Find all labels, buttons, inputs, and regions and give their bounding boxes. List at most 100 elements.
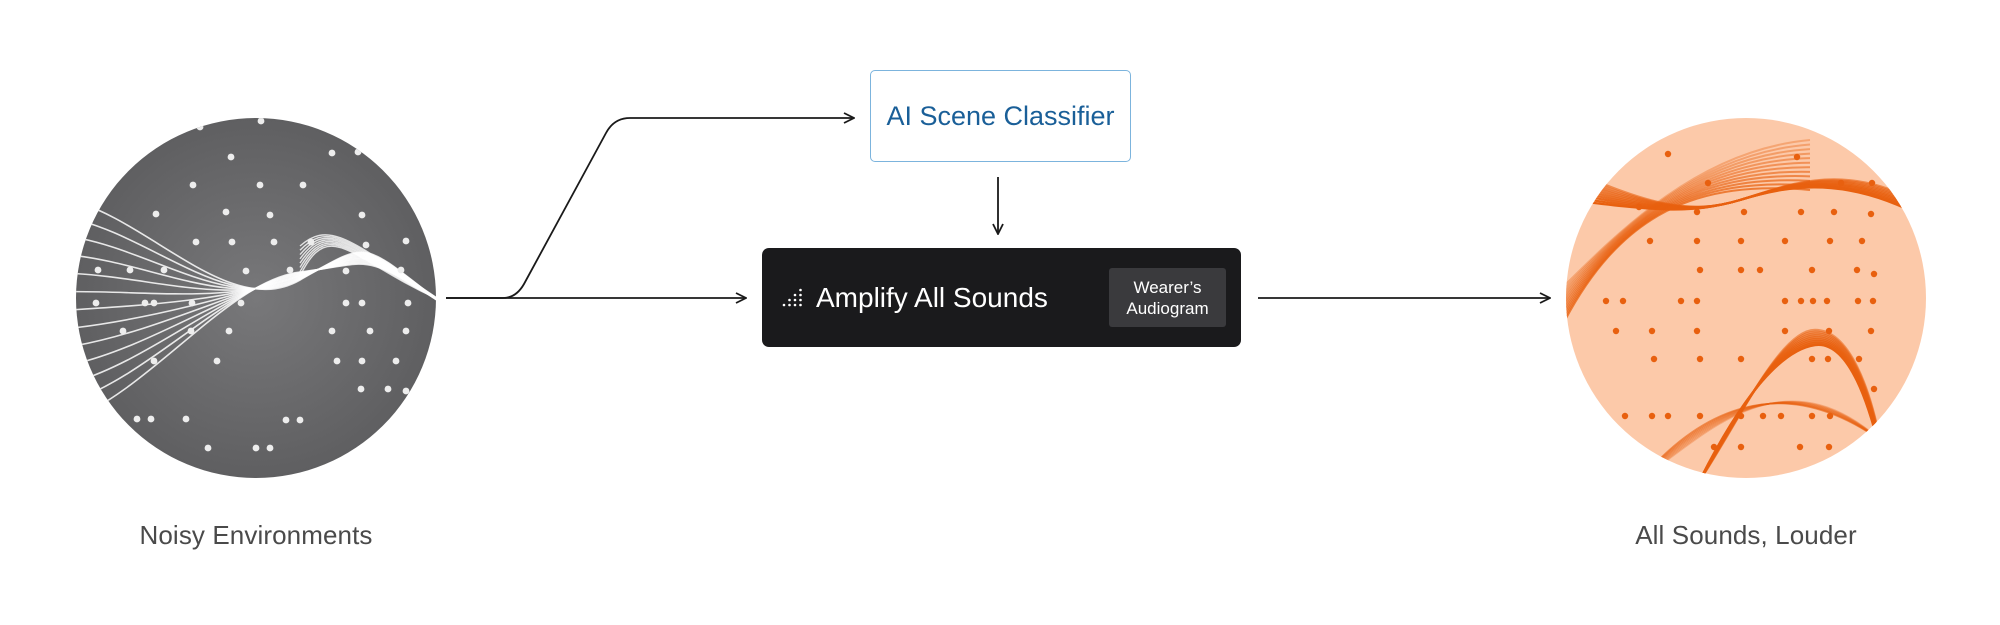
sound-dot: [1809, 297, 1817, 305]
noise-dot: [333, 357, 341, 365]
sound-dot: [1693, 237, 1701, 245]
sound-dot: [1737, 355, 1745, 363]
noise-dot: [286, 266, 294, 274]
sound-dot: [1602, 297, 1610, 305]
wave-line: [1566, 143, 1811, 295]
sound-dot: [1621, 412, 1629, 420]
sound-dot: [1737, 266, 1745, 274]
noise-dot: [402, 387, 410, 395]
noise-dot: [94, 266, 102, 274]
sound-dot: [1664, 150, 1672, 158]
wave-line: [1566, 187, 1811, 331]
wave-line: [1566, 175, 1811, 320]
noise-dot: [225, 327, 233, 335]
signal-dot: [799, 298, 802, 302]
sound-dot: [1664, 412, 1672, 420]
sound-dot: [1808, 266, 1816, 274]
noise-dot: [119, 327, 127, 335]
sound-dot: [1853, 266, 1861, 274]
signal-dot: [788, 298, 791, 302]
signal-dot: [799, 303, 802, 307]
noise-dot: [189, 181, 197, 189]
sound-dot: [1870, 270, 1878, 278]
sound-dot: [1737, 412, 1745, 420]
noise-dot: [296, 416, 304, 424]
wearers-audiogram-badge: Wearer’s Audiogram: [1109, 268, 1226, 327]
noise-dot: [266, 444, 274, 452]
noise-dot: [392, 357, 400, 365]
noise-dot: [228, 238, 236, 246]
sound-dot: [1646, 237, 1654, 245]
sound-dot: [1704, 179, 1712, 187]
wave-line: [1566, 157, 1811, 306]
input-noise-dots: [92, 118, 412, 452]
noise-dot: [196, 123, 204, 131]
sound-dot: [1797, 297, 1805, 305]
noise-dot: [126, 266, 134, 274]
ai-scene-classifier-node[interactable]: AI Scene Classifier: [870, 70, 1131, 162]
wave-line: [1698, 343, 1882, 478]
sound-dot: [1823, 297, 1831, 305]
noise-dot: [404, 299, 412, 307]
noise-dot: [182, 415, 190, 423]
sound-dot: [1756, 266, 1764, 274]
noise-dot: [328, 327, 336, 335]
sound-dot: [1837, 179, 1845, 187]
sound-dot: [1781, 327, 1789, 335]
sound-dot: [1870, 442, 1878, 450]
signal-dot: [793, 303, 797, 307]
wave-line: [1566, 166, 1811, 313]
noise-dot: [144, 443, 152, 451]
wave-line: [1566, 161, 1811, 309]
signal-dot: [793, 298, 797, 302]
signal-bars-icon: [782, 288, 802, 307]
wave-line: [1566, 152, 1811, 302]
sound-dot: [1855, 355, 1863, 363]
louder-sounds-illustration: [1566, 118, 1926, 478]
noise-dot: [266, 211, 274, 219]
output-waveform-lines: [1566, 139, 1926, 478]
output-label: All Sounds, Louder: [1635, 520, 1857, 550]
sound-dot: [1854, 297, 1862, 305]
sound-dot: [1677, 297, 1685, 305]
noise-dot: [307, 238, 315, 246]
sound-dot: [1867, 327, 1875, 335]
input-label: Noisy Environments: [139, 520, 373, 550]
wave-line: [1566, 179, 1811, 324]
sound-dot: [1867, 210, 1875, 218]
sound-dot: [1710, 443, 1718, 451]
sound-dot: [1858, 237, 1866, 245]
input-waveform-lines: [76, 199, 436, 421]
sound-dot: [1612, 327, 1620, 335]
wave-line: [1566, 139, 1811, 291]
output-sound-dots: [1602, 150, 1878, 451]
sound-dot: [1740, 208, 1748, 216]
wave-line: [299, 245, 436, 301]
noise-dot: [237, 299, 245, 307]
noise-dot: [147, 415, 155, 423]
signal-dot: [793, 293, 797, 297]
noise-dot: [187, 327, 195, 335]
noise-dot: [328, 149, 336, 157]
input-circle: [76, 118, 436, 478]
sound-dot: [1808, 355, 1816, 363]
badge-line-2: Audiogram: [1126, 298, 1209, 318]
noise-dot: [270, 238, 278, 246]
sound-dot: [1650, 355, 1658, 363]
noise-dot: [358, 211, 366, 219]
sound-dot: [1619, 297, 1627, 305]
classifier-label: AI Scene Classifier: [886, 100, 1115, 131]
noise-dot: [358, 357, 366, 365]
noise-dot: [213, 357, 221, 365]
noise-dot: [384, 385, 392, 393]
noise-dot: [141, 299, 149, 307]
amplify-all-sounds-node[interactable]: Amplify All Sounds Wearer’s Audiogram: [762, 248, 1241, 347]
sound-dot: [1808, 412, 1816, 420]
noise-dot: [402, 237, 410, 245]
sound-dot: [1781, 237, 1789, 245]
sound-dot: [1793, 153, 1801, 161]
wave-line: [1639, 402, 1881, 478]
noise-dot: [299, 181, 307, 189]
